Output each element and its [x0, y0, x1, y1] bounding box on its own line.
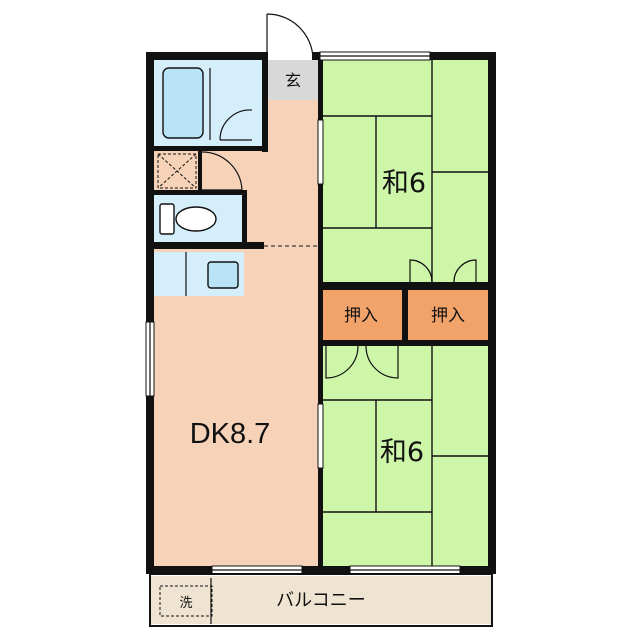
laundry-pan-icon: [157, 153, 197, 189]
closet-right-label: 押入: [431, 306, 465, 326]
closet-north-door-icon: [409, 259, 477, 283]
bath-door-icon: [219, 109, 253, 141]
entrance-label: 玄: [285, 71, 301, 90]
balcony-outline: [149, 573, 493, 627]
entrance-door-icon: [266, 13, 314, 59]
windows: [145, 51, 461, 575]
washitsu-north-label: 和6: [382, 168, 426, 199]
toilet-icon: [159, 203, 217, 235]
tatami-grid-south: [320, 344, 488, 566]
washitsu-south-label: 和6: [380, 437, 424, 468]
tatami-grid-north: [320, 60, 488, 282]
dk-label: DK8.7: [190, 418, 271, 450]
washitsu-north-floor: [320, 60, 488, 282]
entrance-floor: [268, 60, 318, 100]
washitsu-south-floor: [320, 344, 488, 566]
balcony-label: バルコニー: [276, 590, 366, 611]
closet-south-door-icon: [325, 345, 399, 379]
closet-left-label: 押入: [344, 306, 378, 326]
washer-label: 洗: [179, 596, 192, 611]
balcony-washer-icon: [159, 585, 213, 617]
closet-right-floor: [408, 290, 488, 340]
closet-left-floor: [320, 290, 402, 340]
bathtub-icon: [162, 67, 204, 139]
sink-icon: [207, 261, 239, 289]
